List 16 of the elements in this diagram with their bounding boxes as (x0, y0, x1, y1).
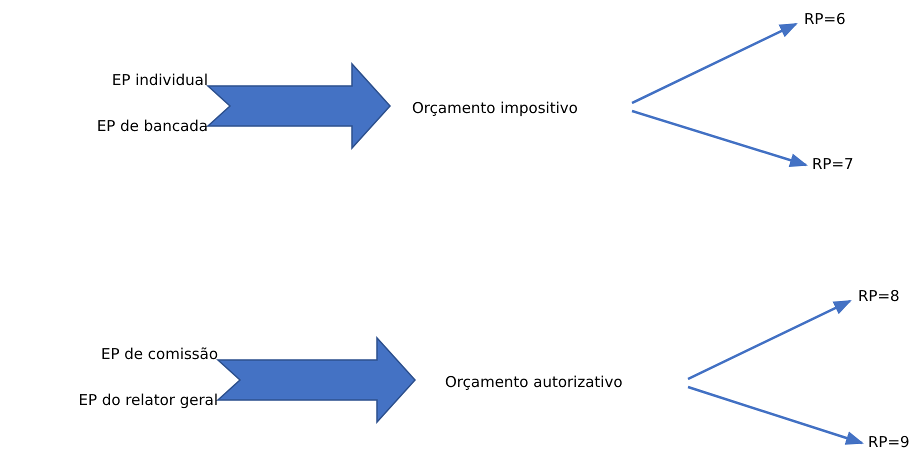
label-text: EP de bancada (96, 116, 208, 136)
label-text: RP=9 (868, 432, 910, 450)
block-arrow (216, 336, 416, 424)
arrow (688, 386, 864, 445)
label-text: EP individual (112, 70, 208, 90)
block-arrow (206, 62, 392, 150)
label-text: EP do relator geral (78, 390, 218, 410)
arrow (632, 110, 808, 167)
arrow (631, 22, 798, 104)
label-text: RP=8 (858, 286, 900, 306)
label-text: RP=6 (804, 9, 846, 29)
label-text: Orçamento autorizativo (445, 372, 623, 392)
arrow (687, 300, 852, 380)
label-text: Orçamento impositivo (412, 98, 578, 118)
label-text: EP de comissão (100, 344, 218, 364)
label-text: RP=7 (812, 154, 854, 174)
